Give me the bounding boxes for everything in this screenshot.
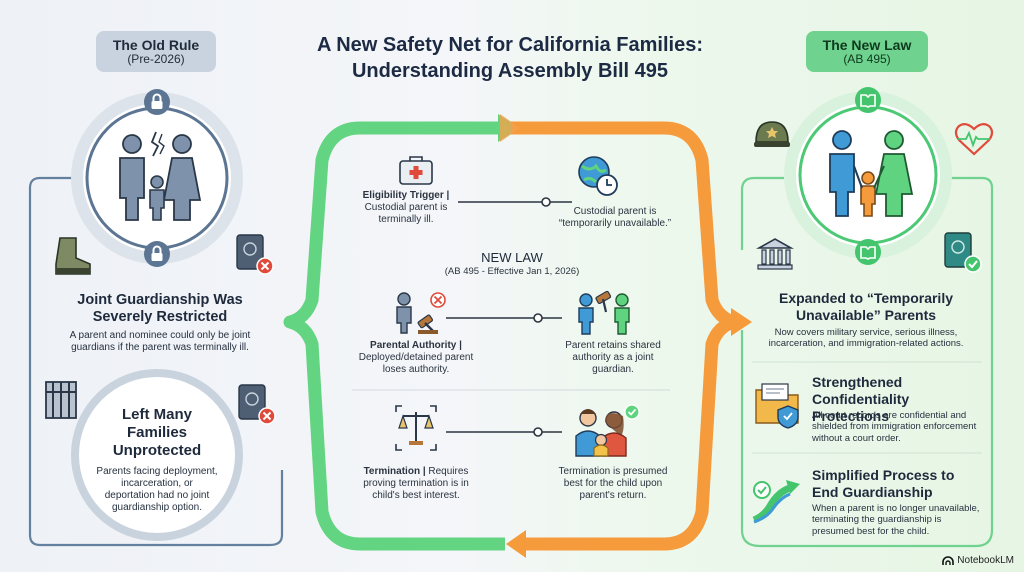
old-rule-badge-sub: (Pre-2026) bbox=[127, 52, 185, 67]
row2-old: Parental Authority | Deployed/detained p… bbox=[358, 340, 474, 375]
lock-icon bbox=[144, 89, 170, 115]
new-law-badge: The New Law (AB 495) bbox=[806, 31, 928, 72]
old-rule-heading: Joint Guardianship Was Severely Restrict… bbox=[77, 292, 243, 326]
confidentiality-heading: Strengthened Confidentiality Protections bbox=[812, 374, 910, 424]
old-rule-badge-title: The Old Rule bbox=[112, 37, 200, 53]
old-rule-badge: The Old Rule (Pre-2026) bbox=[96, 31, 216, 72]
unprotected-circle bbox=[71, 369, 243, 541]
rising-path-icon bbox=[752, 480, 800, 524]
broken-family-icon bbox=[119, 131, 202, 221]
new-law-heading: Expanded to “Temporarily Unavailable” Pa… bbox=[779, 290, 953, 323]
row3-old: Termination | Requires proving terminati… bbox=[363, 466, 469, 501]
gavel-denied-icon bbox=[396, 292, 446, 334]
lock-icon bbox=[144, 241, 170, 267]
first-aid-kit-icon bbox=[399, 156, 433, 185]
passport-denied-icon bbox=[236, 234, 274, 275]
center-new-law-label: NEW LAW (AB 495 - Effective Jan 1, 2026) bbox=[444, 250, 580, 277]
notebooklm-logo-icon bbox=[942, 555, 955, 565]
confidentiality-body: All court records are confidential and s… bbox=[812, 410, 977, 444]
globe-clock-icon bbox=[578, 156, 618, 196]
row1-new: Custodial parent is “temporarily unavail… bbox=[558, 206, 672, 229]
shared-authority-icon bbox=[578, 290, 630, 335]
left-border-line bbox=[28, 176, 284, 547]
book-icon bbox=[855, 87, 881, 113]
row1-old: Eligibility Trigger | Custodial parent i… bbox=[362, 190, 450, 225]
notebooklm-brand: NotebookLM bbox=[942, 555, 1014, 566]
simplified-body: When a parent is no longer unavailable, … bbox=[812, 503, 980, 537]
confidential-folder-icon bbox=[755, 383, 799, 429]
unprotected-heading: Left Many Families Unprotected bbox=[112, 406, 202, 459]
book-icon bbox=[855, 239, 881, 265]
page-title: A New Safety Net for California Families… bbox=[316, 34, 703, 82]
courthouse-icon bbox=[756, 238, 794, 270]
united-family-icon bbox=[829, 130, 914, 217]
military-boot-icon bbox=[55, 237, 91, 275]
unprotected-body: Parents facing deployment, incarceration… bbox=[96, 466, 218, 513]
new-law-badge-sub: (AB 495) bbox=[843, 52, 891, 67]
right-border-line bbox=[740, 176, 994, 548]
reunited-family-icon bbox=[575, 404, 640, 457]
simplified-heading: Simplified Process to End Guardianship bbox=[812, 467, 955, 500]
new-law-badge-title: The New Law bbox=[822, 37, 912, 53]
row2-new: Parent retains shared authority as a joi… bbox=[565, 340, 661, 375]
passport-denied-icon bbox=[238, 384, 276, 425]
heartbeat-icon bbox=[954, 122, 994, 156]
justice-scales-icon bbox=[395, 405, 437, 451]
jail-bars-icon bbox=[45, 381, 77, 419]
military-helmet-icon bbox=[754, 121, 790, 147]
passport-approved-icon bbox=[944, 232, 982, 273]
new-law-body: Now covers military service, serious ill… bbox=[768, 327, 964, 350]
green-bracket-arrow bbox=[283, 121, 512, 551]
old-rule-body: A parent and nominee could only be joint… bbox=[69, 330, 251, 353]
row3-new: Termination is presumed best for the chi… bbox=[558, 466, 668, 501]
